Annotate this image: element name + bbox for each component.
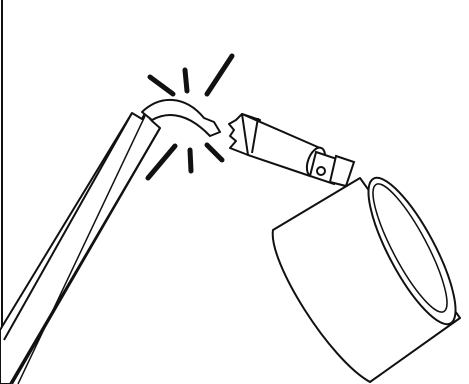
lamp-arm — [0, 113, 160, 384]
swivel-joint — [310, 152, 354, 186]
lamp-shade — [273, 168, 469, 382]
